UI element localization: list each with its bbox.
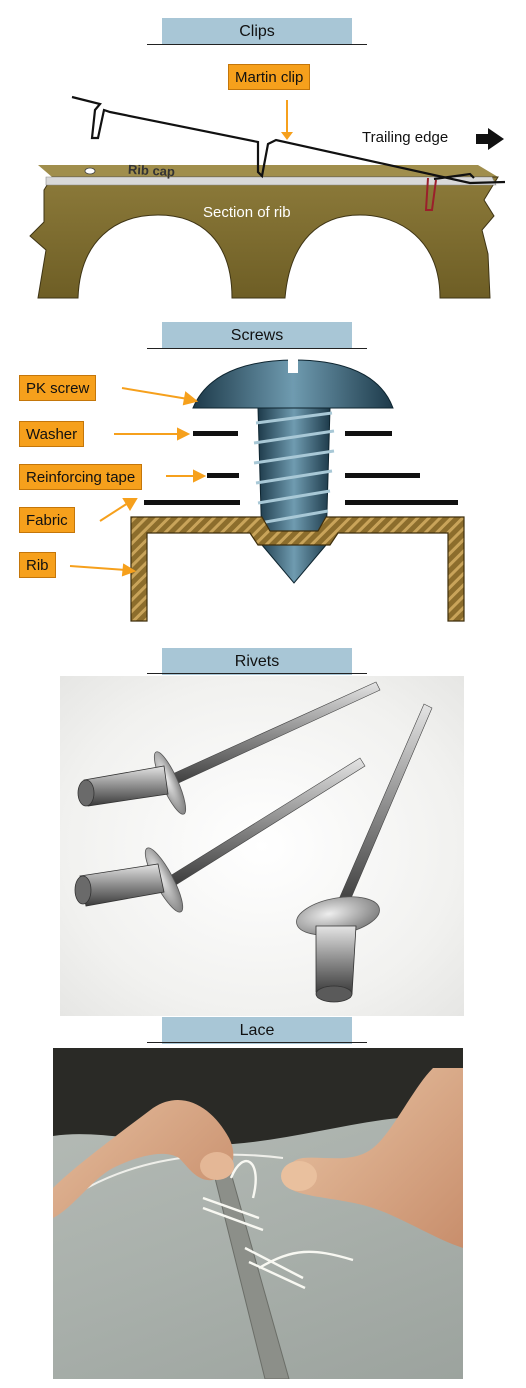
red-clip (424, 177, 437, 211)
rivets-photo (60, 676, 464, 1016)
lace-wraps (202, 1159, 354, 1290)
left-hand (53, 1048, 234, 1218)
trailing-edge-label: Trailing edge (362, 129, 449, 146)
rivet-3 (296, 703, 433, 1003)
section-of-rib-label: Section of rib (203, 204, 291, 221)
lace-photo (53, 1048, 463, 1379)
rivet-1 (77, 681, 381, 815)
rib-cap-hole (84, 167, 96, 175)
rivets-header-line (147, 673, 367, 674)
tape-right (345, 473, 420, 478)
washer-right (345, 431, 392, 436)
fabric-label: Fabric (19, 507, 75, 533)
screws-header-line (147, 348, 367, 349)
rib-cap-label: Rib cap (127, 161, 176, 180)
screws-diagram (69, 357, 465, 622)
screws-header: Screws (162, 322, 352, 349)
clips-header-line (147, 44, 367, 45)
screw-slot (288, 357, 298, 373)
trailing-edge-arrow (476, 128, 504, 150)
lace-header-line (147, 1042, 367, 1043)
lace-header: Lace (162, 1017, 352, 1044)
rib-top-surface (38, 165, 498, 177)
rib-cap-strip (45, 176, 497, 186)
clips-header: Clips (162, 18, 352, 45)
fabric-left (144, 500, 240, 505)
rib-body (29, 176, 499, 299)
clips-diagram (29, 95, 506, 299)
washer-label: Washer (19, 421, 85, 447)
right-hand (284, 1068, 463, 1248)
pk-screw-label: PK screw (19, 375, 97, 401)
rivets-header: Rivets (162, 648, 352, 675)
rib-channel (130, 516, 465, 622)
reinforcing-tape-label: Reinforcing tape (19, 464, 143, 490)
rib-label: Rib (19, 552, 56, 578)
fabric-right (345, 500, 458, 505)
rivet-2 (74, 757, 366, 913)
martin-clip-label: Martin clip (228, 64, 311, 90)
rib-strip (212, 1165, 290, 1379)
tape-left (207, 473, 239, 478)
washer-left (193, 431, 238, 436)
martin-clip-wire (71, 95, 506, 185)
